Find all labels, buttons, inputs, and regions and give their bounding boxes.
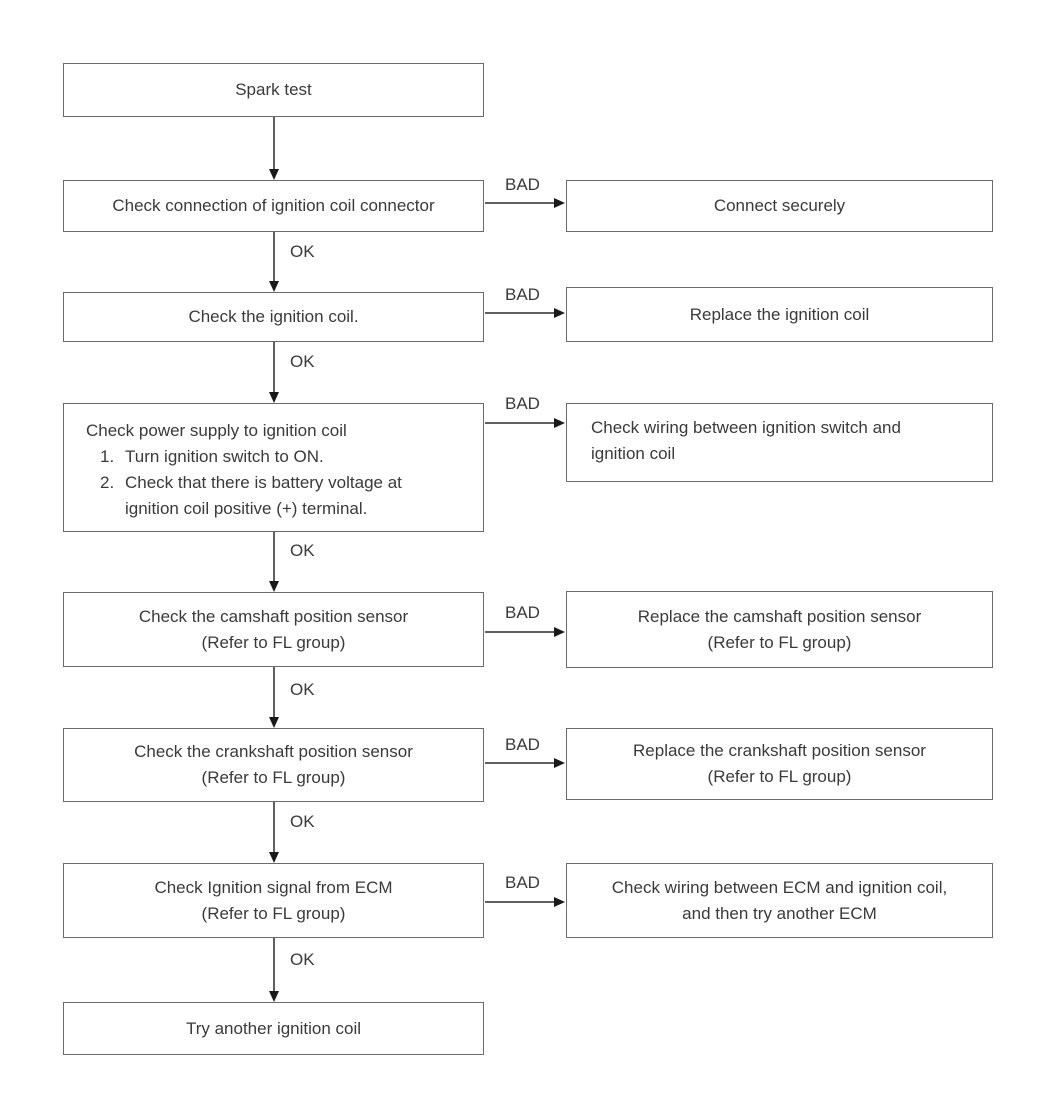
node-label: Replace the ignition coil [689, 304, 870, 324]
flow-node-check-connection: Check connection of ignition coil connec… [63, 180, 484, 232]
arrowhead-down-icon [269, 991, 279, 1002]
bad-label: BAD [503, 603, 542, 623]
node-label: Spark test [235, 80, 312, 99]
connector-line [273, 532, 275, 582]
arrowhead-right-icon [554, 418, 565, 428]
flow-node-check-ecm-signal: Check Ignition signal from ECM (Refer to… [63, 863, 484, 938]
node-label: Replace the camshaft position sensor [637, 606, 922, 626]
node-step: 2. Check that there is battery voltage a… [64, 470, 455, 522]
flow-node-check-wiring-switch: Check wiring between ignition switch and… [566, 403, 993, 482]
arrowhead-right-icon [554, 198, 565, 208]
connector-line [485, 631, 554, 633]
ok-label: OK [288, 352, 317, 372]
flow-node-check-crankshaft-sensor: Check the crankshaft position sensor (Re… [63, 728, 484, 802]
flow-node-connect-securely: Connect securely [566, 180, 993, 232]
connector-line [485, 422, 554, 424]
bad-label: BAD [503, 175, 542, 195]
node-label: Check Ignition signal from ECM [154, 877, 393, 897]
flow-node-spark-test: Spark test [63, 63, 484, 117]
node-label-line: Check wiring between ignition switch and [591, 418, 901, 437]
step-text: Check that there is battery voltage at i… [125, 473, 402, 518]
node-label: (Refer to FL group) [201, 768, 346, 787]
connector-line [485, 762, 554, 764]
arrowhead-right-icon [554, 627, 565, 637]
ok-label: OK [288, 541, 317, 561]
arrowhead-down-icon [269, 852, 279, 863]
bad-label: BAD [503, 873, 542, 893]
connector-line [273, 802, 275, 853]
arrowhead-right-icon [554, 897, 565, 907]
bad-label: BAD [503, 285, 542, 305]
connector-line [273, 667, 275, 718]
step-number: 2. [100, 473, 115, 492]
connector-line [273, 232, 275, 282]
node-step: 1. Turn ignition switch to ON. [64, 444, 455, 470]
node-label: Check the crankshaft position sensor [134, 742, 413, 761]
flow-node-replace-ignition-coil: Replace the ignition coil [566, 287, 993, 342]
arrowhead-down-icon [269, 581, 279, 592]
arrowhead-right-icon [554, 308, 565, 318]
connector-line [273, 117, 275, 170]
arrowhead-down-icon [269, 717, 279, 728]
node-label: (Refer to FL group) [201, 903, 346, 923]
ok-label: OK [288, 680, 317, 700]
node-label: and then try another ECM [682, 903, 877, 923]
node-label: Check the camshaft position sensor [138, 606, 409, 626]
flow-node-check-wiring-ecm: Check wiring between ECM and ignition co… [566, 863, 993, 938]
arrowhead-down-icon [269, 169, 279, 180]
flow-node-replace-camshaft-sensor: Replace the camshaft position sensor (Re… [566, 591, 993, 668]
flow-node-try-another-coil: Try another ignition coil [63, 1002, 484, 1055]
node-label: Check power supply to ignition coil [86, 421, 347, 440]
node-label: Replace the crankshaft position sensor [633, 741, 926, 760]
node-label: Check wiring between ignition switch and… [567, 404, 921, 467]
bad-label: BAD [503, 394, 542, 414]
node-label: Try another ignition coil [185, 1018, 362, 1038]
node-label: Check connection of ignition coil connec… [112, 196, 435, 215]
node-label: (Refer to FL group) [201, 632, 346, 652]
arrowhead-down-icon [269, 281, 279, 292]
node-label: Check wiring between ECM and ignition co… [611, 877, 948, 897]
bad-label: BAD [503, 735, 542, 755]
ok-label: OK [288, 242, 317, 262]
step-text: Turn ignition switch to ON. [125, 447, 324, 466]
node-label: (Refer to FL group) [707, 632, 852, 652]
flow-node-check-ignition-coil: Check the ignition coil. [63, 292, 484, 342]
arrowhead-down-icon [269, 392, 279, 403]
connector-line [485, 312, 554, 314]
arrowhead-right-icon [554, 758, 565, 768]
flow-node-replace-crankshaft-sensor: Replace the crankshaft position sensor (… [566, 728, 993, 800]
node-label: (Refer to FL group) [707, 767, 852, 786]
flow-node-check-power-supply: Check power supply to ignition coil 1. T… [63, 403, 484, 532]
connector-line [273, 342, 275, 393]
node-label: Check the ignition coil. [188, 307, 359, 326]
step-number: 1. [100, 447, 115, 466]
connector-line [273, 938, 275, 992]
node-label-line: ignition coil [591, 444, 676, 463]
connector-line [485, 202, 554, 204]
ok-label: OK [288, 950, 317, 970]
flow-node-check-camshaft-sensor: Check the camshaft position sensor (Refe… [63, 592, 484, 667]
node-label: Connect securely [713, 196, 846, 215]
ok-label: OK [288, 812, 317, 832]
connector-line [485, 901, 554, 903]
